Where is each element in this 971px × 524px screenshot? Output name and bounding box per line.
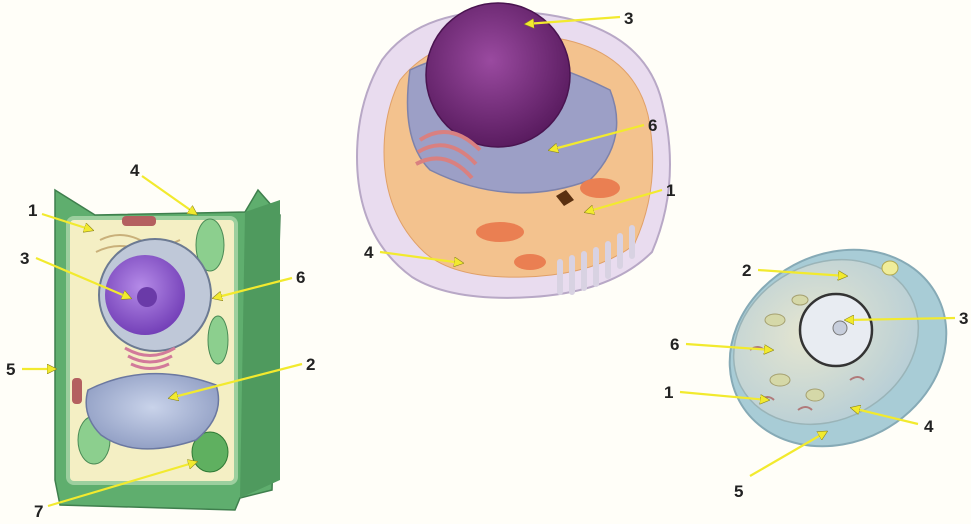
mitochondrion: [72, 378, 82, 404]
nucleus: [426, 3, 570, 147]
plant-label-2: 2: [306, 355, 315, 374]
oval-label-1: 1: [664, 383, 673, 402]
plant-label-4: 4: [130, 161, 140, 180]
nucleolus: [833, 321, 847, 335]
oval-label-6: 6: [670, 335, 679, 354]
mitochondrion: [514, 254, 546, 270]
plant-cell: [55, 190, 280, 510]
organelle: [882, 261, 898, 275]
animal-label-3: 3: [624, 9, 633, 28]
mitochondrion: [580, 178, 620, 198]
cell-wall-side: [240, 200, 280, 498]
plant-label-5: 5: [6, 360, 15, 379]
plant-label-6: 6: [296, 268, 305, 287]
animal-label-6: 6: [648, 116, 657, 135]
plant-label-3: 3: [20, 249, 29, 268]
organelle: [765, 314, 785, 326]
mitochondrion: [476, 222, 524, 242]
mitochondrion: [122, 216, 156, 226]
arrow-plant-4: [142, 176, 196, 214]
chloroplast: [208, 316, 228, 364]
nucleolus: [137, 287, 157, 307]
oval-label-5: 5: [734, 482, 743, 501]
oval-label-4: 4: [924, 417, 934, 436]
organelle: [792, 295, 808, 305]
animal-cell: [357, 3, 670, 298]
plant-label-1: 1: [28, 201, 37, 220]
animal-label-1: 1: [666, 181, 675, 200]
oval-label-3: 3: [959, 309, 968, 328]
animal-label-4: 4: [364, 243, 374, 262]
organelle: [806, 389, 824, 401]
oval-label-2: 2: [742, 261, 751, 280]
plant-label-7: 7: [34, 502, 43, 521]
organelle: [770, 374, 790, 386]
vacuole: [86, 374, 218, 449]
